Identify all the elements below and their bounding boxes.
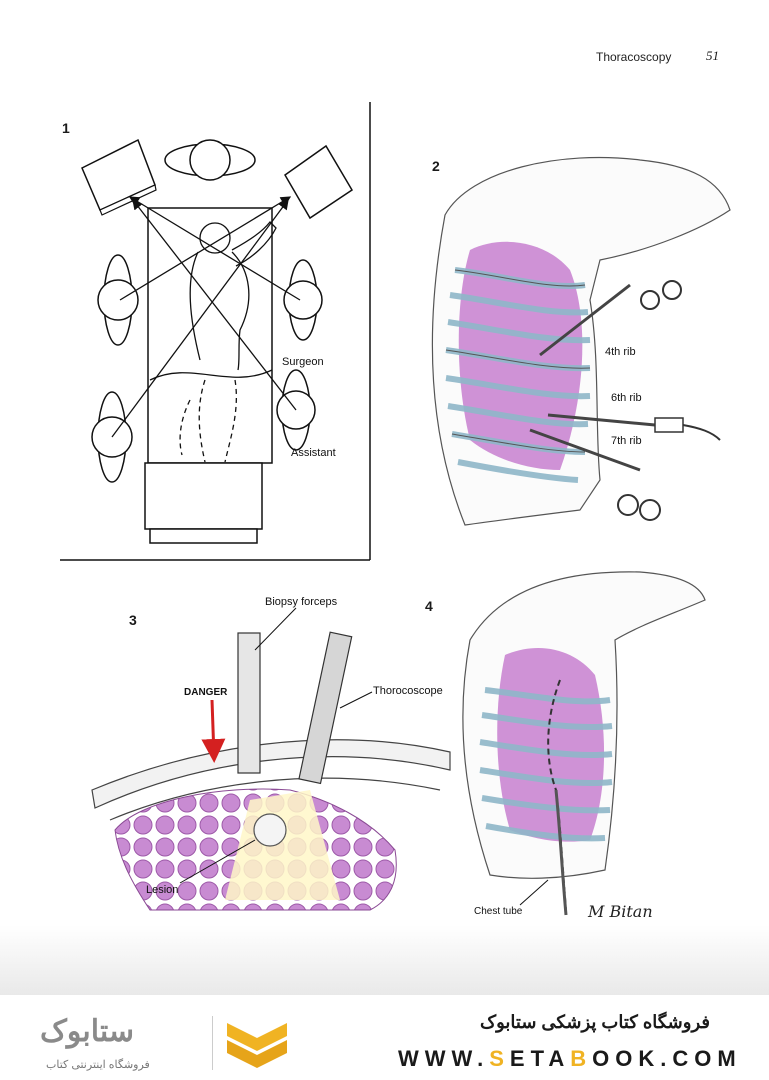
fig3-biopsy [91,607,451,911]
url-highlight-s: S [489,1046,510,1071]
fig1-or-layout [60,102,371,561]
lesion-mass [253,813,287,847]
camera-head-icon [654,417,684,433]
footer-fade [0,925,769,995]
label-7th-rib: 7th rib [611,435,642,447]
figures-illustration [60,102,731,916]
url-part-2: ETA [509,1046,571,1071]
url-highlight-b: B [570,1046,593,1071]
shop-name: فروشگاه کتاب پزشکی ستابوک [480,1012,710,1032]
label-biopsy-forceps: Biopsy forceps [265,596,338,608]
thoracoscope-shaft [298,631,353,785]
url-part-3: OOK.COM [592,1046,742,1071]
url-part-1: WWW. [398,1046,490,1071]
logo-divider [212,1016,213,1070]
running-title: Thoracoscopy [596,50,672,64]
ribs-fig4 [479,687,613,842]
instruments-fig2 [529,283,656,472]
footer-bar [0,995,769,1080]
figure-number-3: 3 [129,612,137,628]
patient-figure [149,221,277,463]
label-assistant: Assistant [291,447,336,459]
setabook-logo-subtext: فروشگاه اینترنتی کتاب [46,1059,150,1071]
label-surgeon: Surgeon [282,356,324,368]
label-chest-tube: Chest tube [474,906,523,917]
shop-url[interactable]: WWW.SETABOOK.COM [398,1046,742,1072]
setabook-chevron-icon [227,1023,287,1068]
figure-number-4: 4 [425,598,433,614]
figure-number-1: 1 [62,120,70,136]
label-6th-rib: 6th rib [611,392,642,404]
scissor-handles-icon [617,280,682,521]
page-number: 51 [706,48,719,63]
fig4-chest-tube [462,571,706,916]
label-lesion: Lesion [146,884,179,896]
label-danger: DANGER [184,687,228,698]
label-4th-rib: 4th rib [605,346,636,358]
staff-left-upper [97,254,139,346]
surgeon-figure [283,259,323,341]
setabook-logo-text: ستابوک [40,1015,135,1048]
figure-number-2: 2 [432,158,440,174]
monitor-left-icon [81,138,157,216]
label-thoracoscope: Thorocoscope [373,685,443,697]
illustrator-signature: M Bitan [588,902,653,921]
anesthetist-figure [164,139,256,181]
danger-arrow [201,699,226,763]
monitor-right-icon [284,144,354,220]
biopsy-forceps-shaft [237,632,261,774]
fig2-port-placement [431,156,731,526]
